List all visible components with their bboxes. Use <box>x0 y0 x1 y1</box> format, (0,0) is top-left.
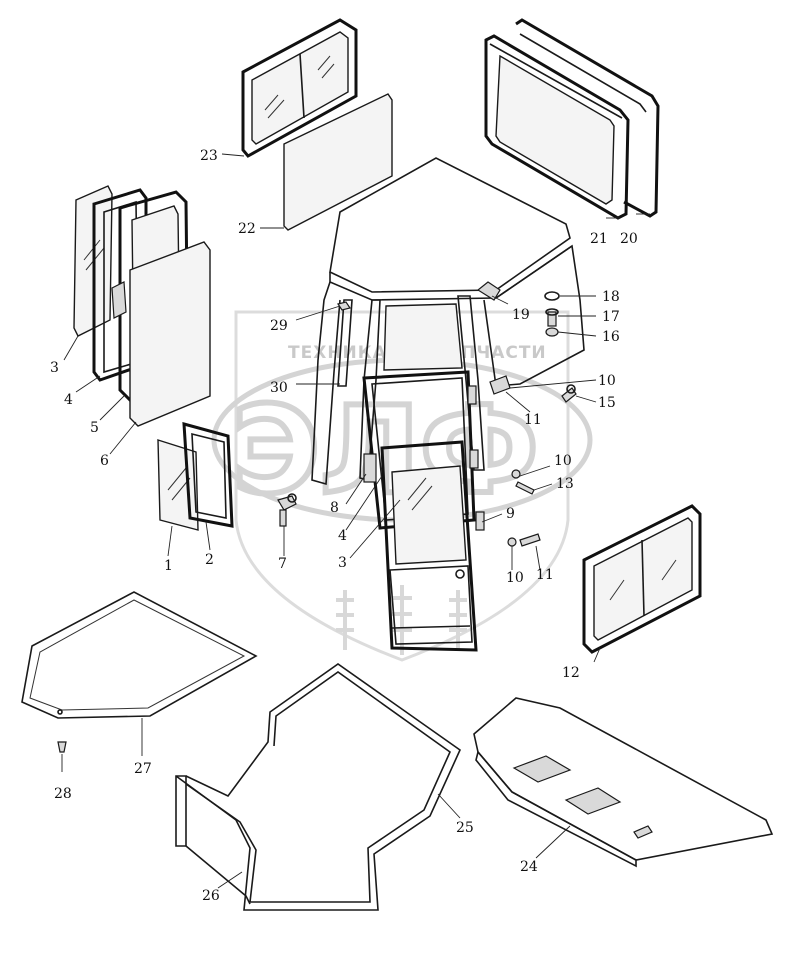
watermark-shield <box>234 310 570 662</box>
callout-20: 20 <box>620 231 638 247</box>
callout-15: 15 <box>598 395 616 411</box>
part-29-clip <box>337 301 351 311</box>
callout-16: 16 <box>602 329 620 345</box>
part-28-screw <box>57 741 67 753</box>
callout-5: 5 <box>90 420 99 436</box>
callout-4-left: 4 <box>64 392 73 408</box>
part-7-latch-handle <box>277 493 297 527</box>
callout-7: 7 <box>278 556 287 572</box>
callout-13: 13 <box>556 476 574 492</box>
part-24-floor-panel <box>473 697 774 868</box>
callout-8: 8 <box>330 500 339 516</box>
callout-3-left: 3 <box>50 360 59 376</box>
part-2-quarter-frame <box>182 422 234 528</box>
part-18-washer <box>544 291 560 301</box>
part-15-pin <box>561 384 577 403</box>
part-16-nut <box>545 327 559 337</box>
part-27-floor-mat <box>21 591 258 719</box>
watermark-text-left: ТЕХНИКА <box>288 343 387 363</box>
watermark-wheat-icon <box>336 585 467 655</box>
part-17-bolt <box>545 308 559 327</box>
part-30-trim <box>337 299 353 387</box>
part-1-quarter-glass <box>157 439 199 531</box>
part-22-rear-glass <box>283 93 393 231</box>
callout-18: 18 <box>602 289 620 305</box>
part-26-seal-strip <box>175 663 462 911</box>
callout-11-lower: 11 <box>536 567 554 583</box>
callout-2: 2 <box>205 552 214 568</box>
callout-labels: 1 2 3 3 4 4 5 6 7 8 9 10 10 10 11 11 12 … <box>50 148 638 904</box>
callout-28: 28 <box>54 786 72 802</box>
part-21-front-window-frame <box>484 34 630 220</box>
callout-27: 27 <box>134 761 152 777</box>
part-20-window-seal <box>515 18 660 218</box>
callout-11-upper: 11 <box>524 412 542 428</box>
callout-10-upper: 10 <box>598 373 616 389</box>
callout-25: 25 <box>456 820 474 836</box>
callout-12: 12 <box>562 665 580 681</box>
part-6-side-glass <box>129 241 211 427</box>
callout-17: 17 <box>602 309 620 325</box>
part-13-bolt <box>511 469 535 495</box>
callout-3-door: 3 <box>338 555 347 571</box>
part-19-bracket <box>476 281 501 301</box>
callout-29: 29 <box>270 318 288 334</box>
cab-body <box>311 157 585 652</box>
callout-23: 23 <box>200 148 218 164</box>
callout-6: 6 <box>100 453 109 469</box>
callout-10-middle: 10 <box>554 453 572 469</box>
callout-9: 9 <box>506 506 515 522</box>
callout-24: 24 <box>520 859 538 875</box>
callout-21: 21 <box>590 231 608 247</box>
callout-22: 22 <box>238 221 256 237</box>
callout-4-door: 4 <box>338 528 347 544</box>
callout-10-lower: 10 <box>506 570 524 586</box>
callout-19: 19 <box>512 307 530 323</box>
callout-30: 30 <box>270 380 288 396</box>
part-11-pin <box>507 533 541 547</box>
callout-26: 26 <box>202 888 220 904</box>
part-23-window-frame <box>241 18 358 158</box>
callout-1: 1 <box>164 558 173 574</box>
leader-lines <box>61 153 650 889</box>
watermark-text-right: ЗАПЧАСТИ <box>434 343 547 363</box>
part-12-side-window <box>582 504 702 654</box>
